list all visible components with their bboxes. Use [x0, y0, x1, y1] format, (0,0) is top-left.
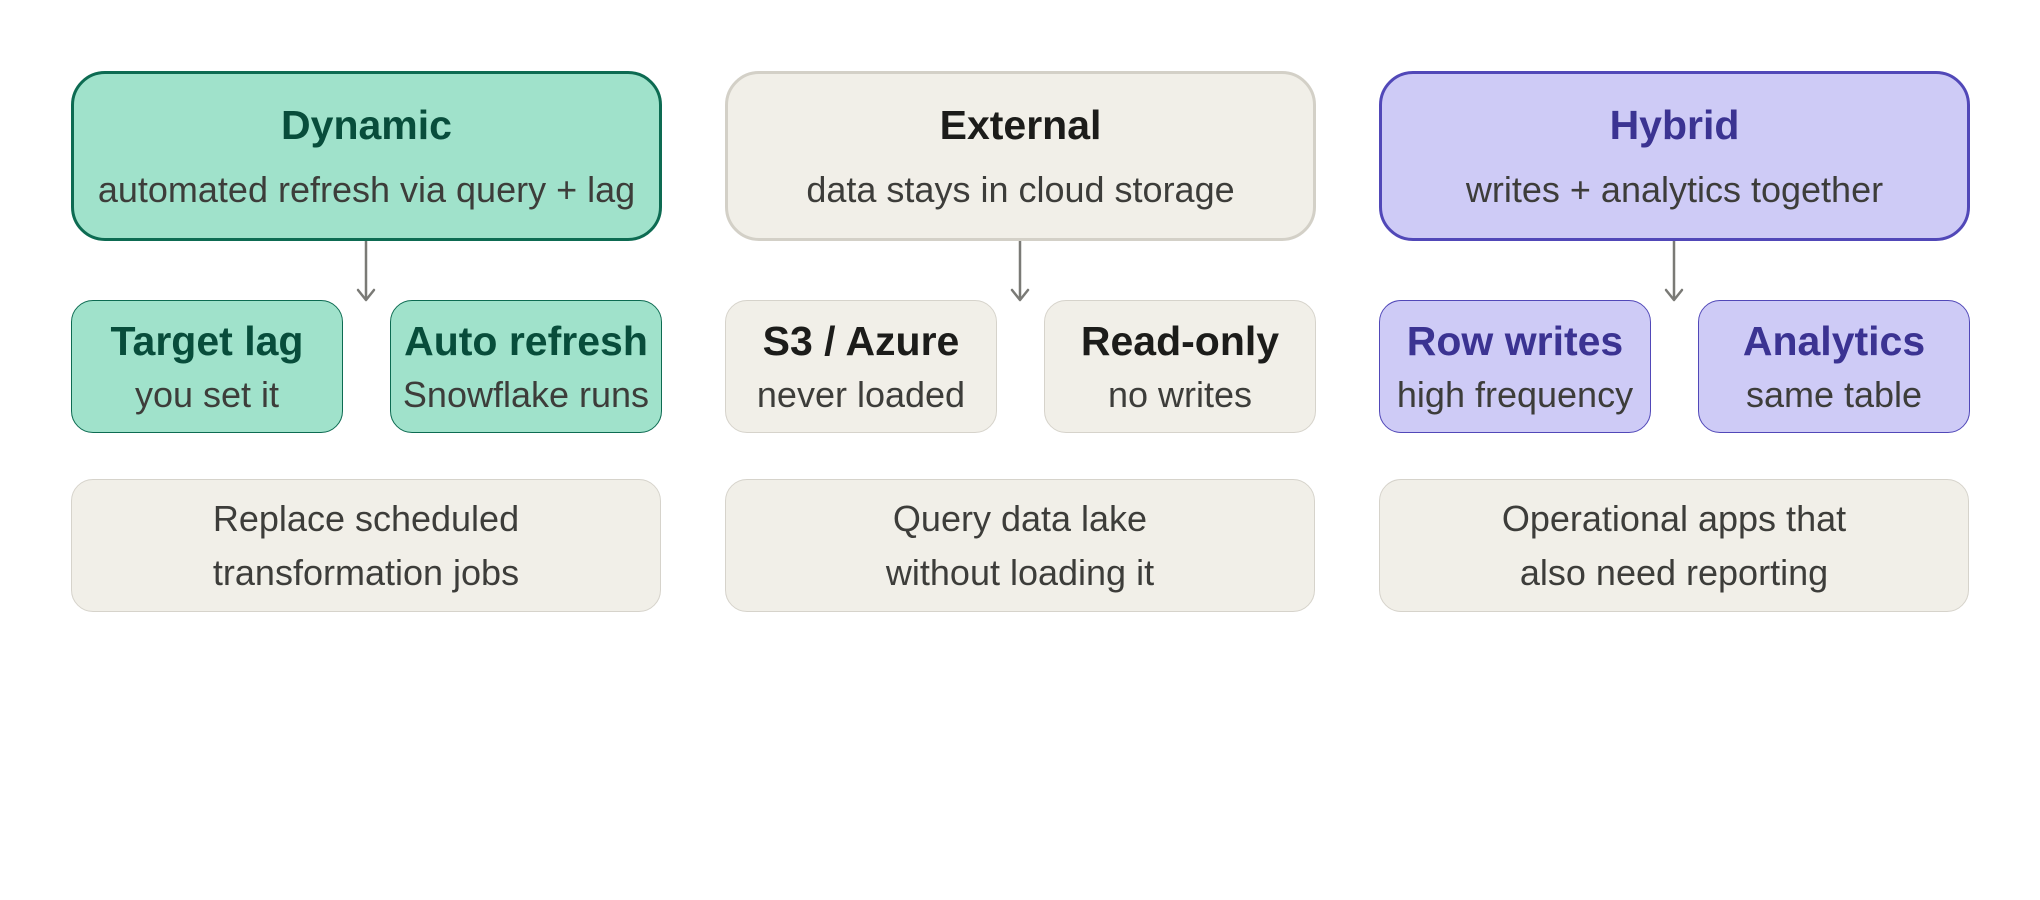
dynamic-title: Dynamic	[281, 101, 452, 148]
analytics-subtitle: same table	[1745, 373, 1923, 415]
read-only-subtitle: no writes	[1107, 373, 1253, 415]
hybrid-header-box: Hybrid writes + analytics together	[1379, 71, 1970, 241]
hybrid-use-case-box: Operational apps that also need reportin…	[1379, 479, 1969, 612]
row-writes-subtitle: high frequency	[1396, 373, 1634, 415]
dynamic-use-case-line-1: Replace scheduled	[212, 497, 520, 539]
arrow-hybrid	[1664, 239, 1684, 302]
target-lag-box: Target lag you set it	[71, 300, 343, 433]
read-only-title: Read-only	[1080, 318, 1280, 365]
external-use-case-line-2: without loading it	[885, 551, 1155, 593]
s3-azure-title: S3 / Azure	[762, 318, 960, 365]
dynamic-subtitle: automated refresh via query + lag	[97, 169, 636, 210]
external-title: External	[939, 101, 1102, 148]
dynamic-use-case-box: Replace scheduled transformation jobs	[71, 479, 661, 612]
row-writes-title: Row writes	[1406, 318, 1624, 365]
analytics-box: Analytics same table	[1698, 300, 1970, 433]
auto-refresh-title: Auto refresh	[404, 318, 648, 365]
arrow-dynamic	[356, 239, 376, 302]
external-header-box: External data stays in cloud storage	[725, 71, 1316, 241]
row-writes-box: Row writes high frequency	[1379, 300, 1651, 433]
dynamic-header-box: Dynamic automated refresh via query + la…	[71, 71, 662, 241]
external-use-case-line-1: Query data lake	[892, 497, 1148, 539]
analytics-title: Analytics	[1742, 318, 1926, 365]
hybrid-subtitle: writes + analytics together	[1465, 169, 1884, 210]
hybrid-title: Hybrid	[1609, 101, 1740, 148]
s3-azure-box: S3 / Azure never loaded	[725, 300, 997, 433]
target-lag-title: Target lag	[110, 318, 304, 365]
auto-refresh-subtitle: Snowflake runs	[402, 373, 650, 415]
read-only-box: Read-only no writes	[1044, 300, 1316, 433]
target-lag-subtitle: you set it	[134, 373, 280, 415]
arrow-external	[1010, 239, 1030, 302]
external-subtitle: data stays in cloud storage	[806, 169, 1235, 210]
dynamic-use-case-line-2: transformation jobs	[212, 551, 520, 593]
s3-azure-subtitle: never loaded	[756, 373, 966, 415]
hybrid-use-case-line-1: Operational apps that	[1501, 497, 1847, 539]
hybrid-use-case-line-2: also need reporting	[1519, 551, 1829, 593]
external-use-case-box: Query data lake without loading it	[725, 479, 1315, 612]
auto-refresh-box: Auto refresh Snowflake runs	[390, 300, 662, 433]
